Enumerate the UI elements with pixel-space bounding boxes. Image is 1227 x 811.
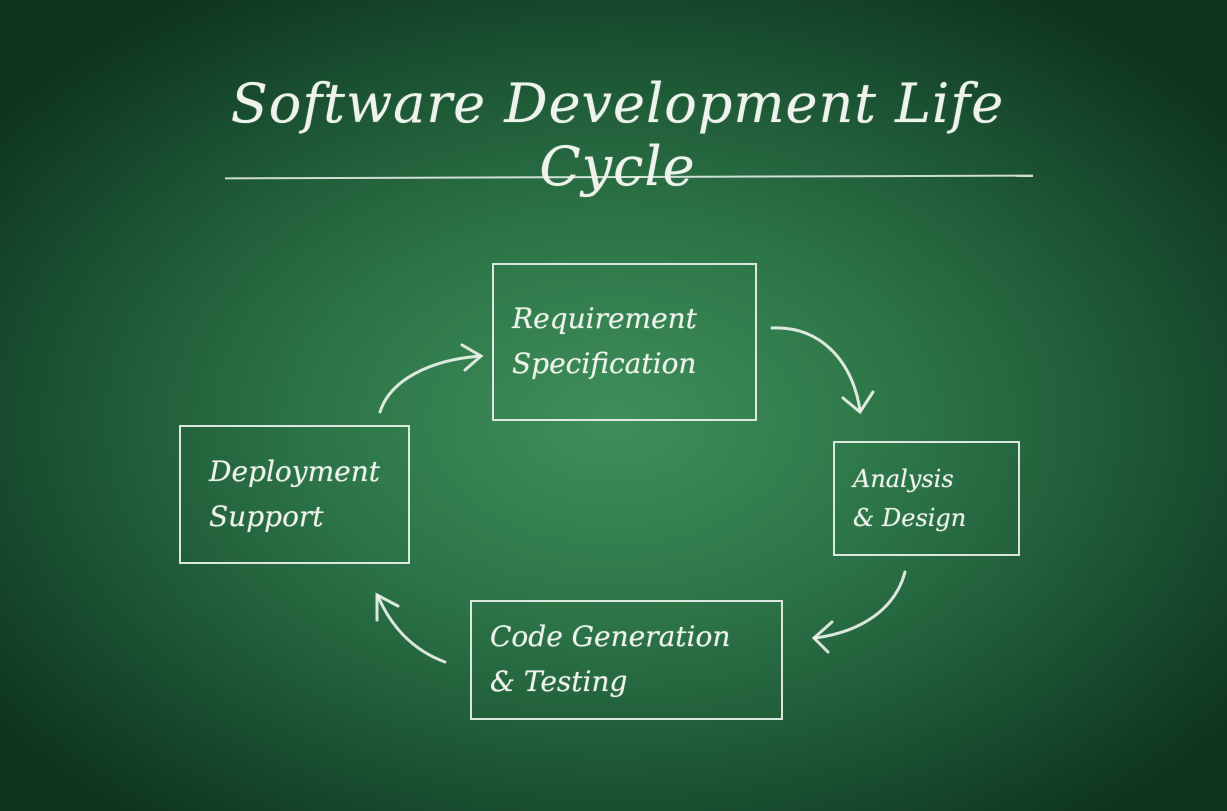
arrow-analysis-to-code [811,570,907,654]
stage-analysis-design: Analysis & Design [833,441,1020,556]
stage-label-line1: Deployment [209,454,380,488]
diagram-title: Software Development Life Cycle [230,72,1005,198]
stage-label-line2: & Design [853,503,967,532]
stage-label-line1: Analysis [853,465,954,494]
stage-requirement-specification: Requirement Specification [492,263,757,421]
arrow-deploy-to-requirement [378,343,484,414]
stage-label-line2: & Testing [490,665,628,698]
stage-label-line1: Requirement [512,302,697,336]
stage-label-line1: Code Generation [490,620,731,654]
arrow-requirement-to-analysis [770,326,875,415]
stage-deployment-support: Deployment Support [179,425,410,564]
arrow-code-to-deploy [375,592,447,664]
stage-label-line2: Support [209,499,324,533]
stage-label-line2: Specification [512,347,697,380]
stage-code-generation-testing: Code Generation & Testing [470,600,783,720]
